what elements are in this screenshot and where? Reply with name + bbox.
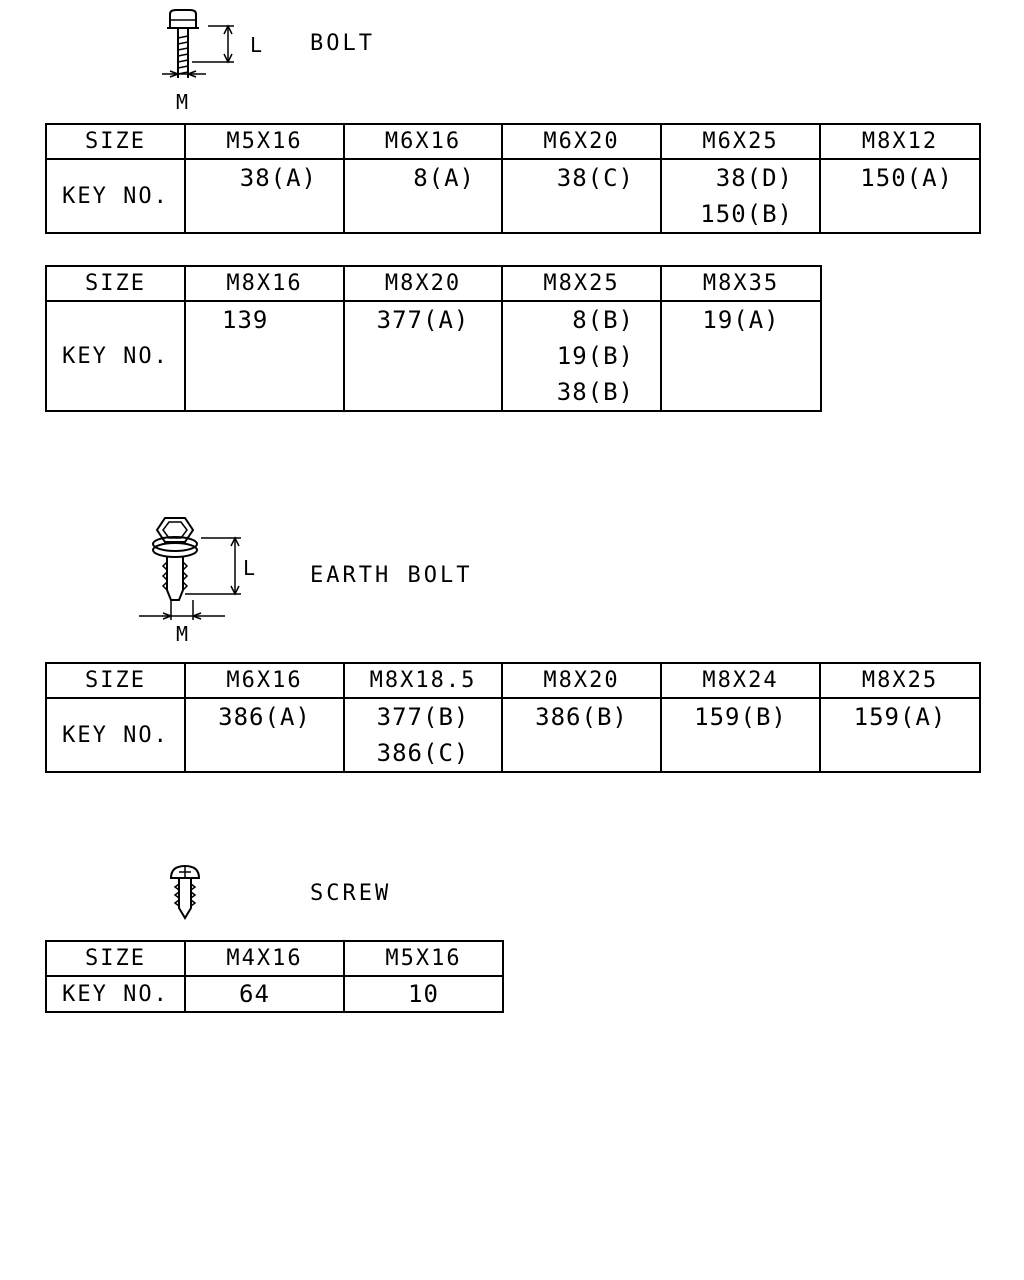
- key-cell: 386(B): [501, 697, 662, 773]
- bolt-icon: [162, 9, 234, 78]
- size-header: SIZE: [45, 265, 186, 302]
- key-cell: 159(B): [660, 697, 821, 773]
- earth-bolt-size-table: SIZE M6X16 M8X18.5 M8X20 M8X24 M8X25 KEY…: [45, 662, 981, 773]
- key-number: 38(C): [556, 164, 634, 192]
- key-number: 159(A): [853, 703, 947, 731]
- key-no-label: KEY NO.: [45, 697, 186, 773]
- size-cell: M8X12: [819, 123, 981, 160]
- key-number: 19(A): [702, 306, 780, 334]
- bolt-dim-length-label: L: [250, 33, 263, 57]
- key-no-label: KEY NO.: [45, 975, 186, 1013]
- key-row: KEY NO. 38(A) 8(A) 38(C) 38(D) 150(B) 150…: [45, 158, 981, 234]
- key-no-label: KEY NO.: [45, 300, 186, 412]
- size-cell: M5X16: [343, 940, 504, 977]
- bolt-dim-diameter-label: M: [176, 90, 189, 114]
- size-cell: M6X16: [343, 123, 503, 160]
- key-number: 38(A): [239, 164, 317, 192]
- key-cell: 150(A): [819, 158, 981, 234]
- size-header: SIZE: [45, 940, 186, 977]
- size-cell: M8X25: [819, 662, 981, 699]
- key-cell: 8(A): [343, 158, 503, 234]
- key-number: 150(B): [700, 200, 793, 228]
- key-number: 377(A): [376, 306, 470, 334]
- earth-bolt-title: EARTH BOLT: [310, 563, 473, 588]
- size-row: SIZE M4X16 M5X16: [45, 940, 504, 977]
- key-number: 19(B): [556, 342, 634, 370]
- key-number: 8(A): [413, 164, 475, 192]
- size-row: SIZE M6X16 M8X18.5 M8X20 M8X24 M8X25: [45, 662, 981, 699]
- size-row: SIZE M5X16 M6X16 M6X20 M6X25 M8X12: [45, 123, 981, 160]
- key-cell: 10: [343, 975, 504, 1013]
- key-row: KEY NO. 139 377(A) 8(B) 19(B) 38(B) 19(A): [45, 300, 822, 412]
- key-cell: 139: [184, 300, 345, 412]
- key-cell: 19(A): [660, 300, 822, 412]
- size-row: SIZE M8X16 M8X20 M8X25 M8X35: [45, 265, 822, 302]
- key-cell: 38(D) 150(B): [660, 158, 821, 234]
- key-number: 38(B): [556, 378, 634, 406]
- screw-size-table: SIZE M4X16 M5X16 KEY NO. 64 10: [45, 940, 504, 1013]
- bolt-size-table-1: SIZE M5X16 M6X16 M6X20 M6X25 M8X12 KEY N…: [45, 123, 981, 234]
- screw-title: SCREW: [310, 881, 392, 906]
- size-cell: M8X20: [343, 265, 503, 302]
- key-number: 386(B): [535, 703, 628, 731]
- size-cell: M4X16: [184, 940, 345, 977]
- key-number: 386(A): [218, 703, 311, 731]
- key-cell: 386(A): [184, 697, 345, 773]
- size-cell: M8X18.5: [343, 662, 503, 699]
- earth-bolt-dim-diameter-label: M: [176, 622, 189, 646]
- size-header: SIZE: [45, 123, 186, 160]
- key-cell: 38(C): [501, 158, 662, 234]
- key-cell: 377(B) 386(C): [343, 697, 503, 773]
- key-row: KEY NO. 64 10: [45, 975, 504, 1013]
- size-cell: M5X16: [184, 123, 345, 160]
- screw-icon: [169, 864, 201, 920]
- earth-bolt-dim-length-label: L: [243, 556, 256, 580]
- size-cell: M6X20: [501, 123, 662, 160]
- key-number: 139: [222, 306, 269, 334]
- size-cell: M8X24: [660, 662, 821, 699]
- key-row: KEY NO. 386(A) 377(B) 386(C) 386(B) 159(B…: [45, 697, 981, 773]
- key-number: 386(C): [376, 739, 470, 767]
- key-number: 150(A): [860, 164, 953, 192]
- key-cell: 64: [184, 975, 345, 1013]
- key-cell: 38(A): [184, 158, 345, 234]
- key-number: 64: [239, 980, 270, 1008]
- size-header: SIZE: [45, 662, 186, 699]
- earth-bolt-icon: [139, 517, 241, 620]
- size-cell: M8X35: [660, 265, 822, 302]
- key-number: 38(D): [715, 164, 793, 192]
- bolt-title: BOLT: [310, 31, 375, 56]
- key-number: 8(B): [572, 306, 634, 334]
- size-cell: M8X25: [501, 265, 662, 302]
- key-number: 10: [408, 980, 439, 1008]
- size-cell: M6X25: [660, 123, 821, 160]
- key-number: 377(B): [376, 703, 470, 731]
- key-number: 159(B): [694, 703, 787, 731]
- size-cell: M6X16: [184, 662, 345, 699]
- key-cell: 377(A): [343, 300, 503, 412]
- size-cell: M8X20: [501, 662, 662, 699]
- bolt-size-table-2: SIZE M8X16 M8X20 M8X25 M8X35 KEY NO. 139…: [45, 265, 822, 412]
- size-cell: M8X16: [184, 265, 345, 302]
- key-no-label: KEY NO.: [45, 158, 186, 234]
- key-cell: 159(A): [819, 697, 981, 773]
- key-cell: 8(B) 19(B) 38(B): [501, 300, 662, 412]
